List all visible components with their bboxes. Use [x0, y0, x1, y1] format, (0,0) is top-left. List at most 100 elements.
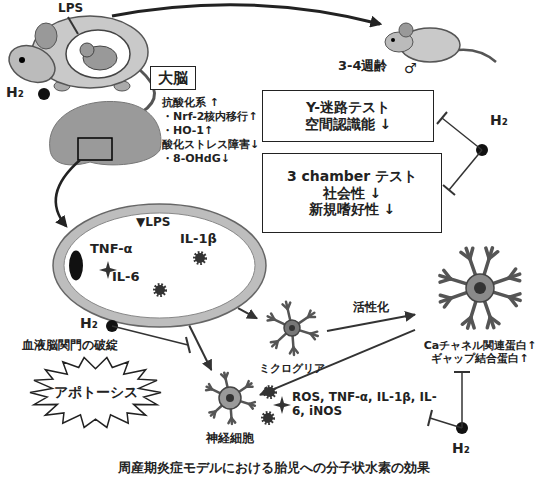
cell-process	[268, 316, 287, 325]
cell-process	[483, 248, 492, 277]
edge-label: 活性化	[353, 300, 389, 314]
figure-caption: 周産期炎症モデルにおける胎児への分子状水素の効果	[0, 460, 548, 475]
activated-microglia: Caチャネル関連蛋白↑ ギャップ結合蛋白↑	[415, 240, 545, 365]
node-body: IL-6	[112, 269, 140, 285]
cell-process	[288, 303, 291, 310]
inhibition-bar	[186, 337, 190, 353]
flow-arrow	[260, 330, 415, 395]
node-title: Y-迷路テスト	[306, 99, 390, 116]
cell-process	[209, 410, 215, 413]
cytokine-ball	[195, 253, 205, 263]
inhibition-bar	[454, 371, 470, 373]
cell-process	[298, 330, 318, 336]
cell-process	[440, 276, 469, 285]
node-title: アポトーシス	[54, 384, 138, 401]
hydrogen-dot	[38, 88, 50, 100]
cell-process	[491, 291, 520, 300]
microglia-cell: ミクログリア	[257, 300, 327, 375]
sex-symbol: ♂	[404, 60, 417, 77]
ros-star	[273, 396, 291, 414]
node-title: 大脳	[158, 69, 188, 87]
hydrogen-label: H₂	[80, 315, 98, 332]
hydrogen-label: H₂	[490, 112, 508, 129]
endothelial-nucleus	[69, 251, 83, 281]
node-title: 神経細胞	[200, 431, 260, 445]
inhibition-bar	[437, 112, 447, 124]
effect-note: ・HO-1↑	[162, 124, 213, 137]
cell-process	[247, 386, 253, 389]
flow-arrow	[238, 308, 257, 318]
cytokine-ball	[155, 285, 165, 295]
cell-process	[297, 313, 314, 325]
cytokine-ball	[263, 413, 273, 423]
connector-group	[189, 308, 415, 395]
hydrogen-dot	[476, 144, 488, 156]
cell-body	[466, 274, 494, 302]
node-body: 空間認識能 ↓	[305, 116, 392, 133]
effect-note: ・8-OHdG↓	[162, 152, 230, 165]
cell-process	[468, 299, 477, 328]
young-mouse-ear	[399, 23, 413, 37]
cell-process	[228, 418, 231, 423]
zoom-arrow	[56, 160, 80, 226]
cell-process	[470, 248, 473, 259]
node-body: 社会性 ↓ 新規嗜好性 ↓	[302, 185, 402, 219]
hydrogen-dot	[106, 320, 118, 332]
effect-note: 抗酸化系 ↑	[162, 96, 219, 109]
young-mouse-eye	[391, 38, 395, 42]
cell-process	[489, 252, 498, 259]
node-title: Caチャネル関連蛋白↑ ギャップ結合蛋白↑	[415, 339, 545, 365]
cell-process	[487, 317, 490, 328]
organ-box: 大脳	[150, 66, 196, 90]
cell-process	[509, 297, 516, 306]
age-label: 3-4週齢	[338, 58, 388, 74]
cell-nucleus	[474, 282, 486, 294]
inhibition-line	[112, 326, 188, 345]
cell-process	[271, 313, 274, 319]
inhibition-line	[461, 372, 463, 428]
cell-process	[440, 295, 451, 298]
flow-arrow	[327, 315, 415, 331]
node-body: TNF-α	[90, 241, 133, 257]
inhibition-line	[442, 118, 482, 150]
cell-process	[509, 278, 520, 281]
inhibition-bar	[428, 410, 432, 426]
cell-process	[311, 334, 315, 339]
neuron-cell: 神経細胞	[200, 370, 260, 445]
mediator-list: ROS, TNF-α, IL-1β, IL-6, iNOS	[292, 390, 442, 419]
cell-nucleus	[226, 394, 234, 402]
mouse-eye	[19, 57, 25, 63]
node-title: 3 chamber テスト	[287, 168, 417, 185]
inhibition-line	[430, 418, 462, 428]
vessel-lumen	[64, 213, 255, 318]
cell-process	[209, 384, 212, 389]
cell-process	[444, 270, 451, 279]
flow-arrow	[189, 326, 211, 370]
burst-outline	[30, 358, 161, 428]
cell-process	[286, 302, 291, 322]
cell-process	[484, 299, 494, 328]
cell-process	[249, 404, 253, 409]
zoom-frame	[78, 138, 112, 160]
cell-process	[290, 347, 294, 353]
cell-nucleus	[289, 325, 295, 331]
node-body: IL-1β	[180, 231, 217, 247]
mouse-ear	[35, 23, 57, 49]
test-box: Y-迷路テスト空間認識能 ↓	[262, 90, 434, 142]
bbb-note: 血液脳関門の破綻	[22, 338, 118, 352]
generation-arrow	[112, 5, 380, 24]
cytokine-ball	[265, 387, 275, 397]
cell-process	[308, 316, 315, 319]
uterus	[66, 30, 130, 78]
vessel-wall-ring	[53, 204, 266, 327]
cytokine-star	[99, 261, 117, 279]
node-title: ミクログリア	[257, 362, 327, 375]
inhibition-line	[449, 150, 482, 190]
hydrogen-label: H₂	[452, 440, 470, 457]
cell-process	[272, 332, 287, 346]
cell-process	[462, 317, 471, 324]
brain-tissue-ellipse: ▼LPSTNF-αIL-1βIL-6	[52, 203, 267, 328]
effect-note: ・Nrf-2核内移行↑	[162, 110, 258, 123]
cell-process	[292, 334, 294, 355]
